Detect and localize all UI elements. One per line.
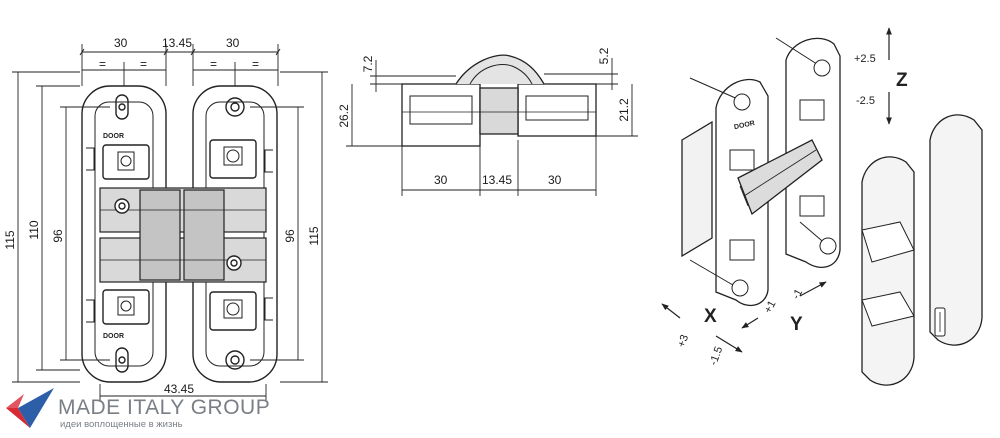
cover-plate-back — [929, 114, 983, 346]
top-left-slot-hole — [118, 103, 126, 111]
front-equal-mark-3: = — [210, 57, 217, 71]
left-adjuster-bottom — [102, 289, 150, 325]
iso-linkage — [737, 139, 823, 216]
iso-view — [681, 37, 841, 307]
right-pivot — [226, 255, 242, 271]
left-pivot — [114, 198, 130, 214]
brand-tagline: идеи воплощенные в жизнь — [60, 419, 183, 430]
front-equal-mark-4: = — [252, 57, 259, 71]
y-arrow-minus — [799, 281, 827, 297]
x-plus-label: +3 — [676, 333, 692, 349]
bottom-right-screw-hole — [225, 350, 245, 370]
front-dim-top-mid: 13.45 — [162, 36, 192, 50]
front-stamp-top: DOOR — [103, 133, 124, 140]
brand-logo-icon — [6, 388, 54, 428]
y-arrow-plus — [741, 317, 759, 329]
cover-plates — [861, 114, 983, 386]
adjustment-arrows — [661, 27, 892, 353]
front-stamp-bottom: DOOR — [103, 333, 124, 340]
iso-screws — [689, 37, 837, 297]
z-plus-label: +2.5 — [854, 53, 876, 65]
side-dim-bottom-left: 30 — [434, 173, 448, 187]
y-plus-label: +1 — [762, 299, 778, 316]
side-dim-top-left: 7.2 — [361, 55, 375, 72]
top-left-slot — [115, 94, 129, 120]
z-minus-label: -2.5 — [856, 95, 875, 107]
front-dim-left-outer: 115 — [3, 230, 17, 249]
bottom-left-slot-hole — [118, 356, 126, 364]
side-dim-right: 21.2 — [617, 98, 631, 122]
side-dim-top-right: 5.2 — [597, 47, 611, 64]
left-adjuster-top — [102, 144, 150, 180]
side-right-body — [517, 83, 597, 137]
bottom-right-screw-core — [230, 355, 240, 365]
side-knuckle — [455, 54, 545, 85]
cover-plate-front — [861, 156, 915, 386]
front-dim-left-inner: 96 — [51, 229, 65, 243]
x-arrow-minus — [715, 335, 743, 353]
front-dim-top-left: 30 — [114, 36, 128, 50]
front-dimension-lines — [12, 44, 328, 402]
top-right-screw-hole — [225, 97, 245, 117]
front-equal-mark-1: = — [99, 57, 106, 71]
front-view — [81, 85, 278, 383]
top-right-screw-core — [230, 102, 240, 112]
front-equal-mark-2: = — [140, 57, 147, 71]
front-dim-right-outer: 115 — [307, 226, 321, 245]
side-view — [401, 54, 597, 147]
right-adjuster-top — [209, 139, 257, 179]
x-minus-label: -1.5 — [708, 345, 726, 367]
front-dim-bottom: 43.45 — [164, 382, 194, 396]
side-left-body — [401, 83, 481, 147]
iso-body-box — [681, 120, 713, 258]
z-axis-label: Z — [896, 70, 908, 91]
y-minus-label: -1 — [790, 287, 805, 301]
bottom-left-slot — [115, 347, 129, 373]
x-axis-label: X — [704, 306, 717, 327]
y-axis-label: Y — [790, 314, 803, 335]
side-dim-bottom-mid: 13.45 — [482, 173, 512, 187]
front-dim-top-right: 30 — [226, 36, 240, 50]
side-dim-bottom-right: 30 — [548, 173, 562, 187]
brand-name: MADE ITALY GROUP — [58, 396, 271, 419]
front-dim-right-inner: 96 — [283, 229, 297, 243]
side-dimension-lines — [346, 58, 638, 196]
front-dim-left-mid: 110 — [27, 220, 41, 239]
side-dim-left: 26.2 — [337, 104, 351, 128]
right-adjuster-bottom — [209, 291, 257, 331]
iso-stamp: DOOR — [734, 120, 756, 131]
x-arrow-plus — [661, 303, 681, 319]
